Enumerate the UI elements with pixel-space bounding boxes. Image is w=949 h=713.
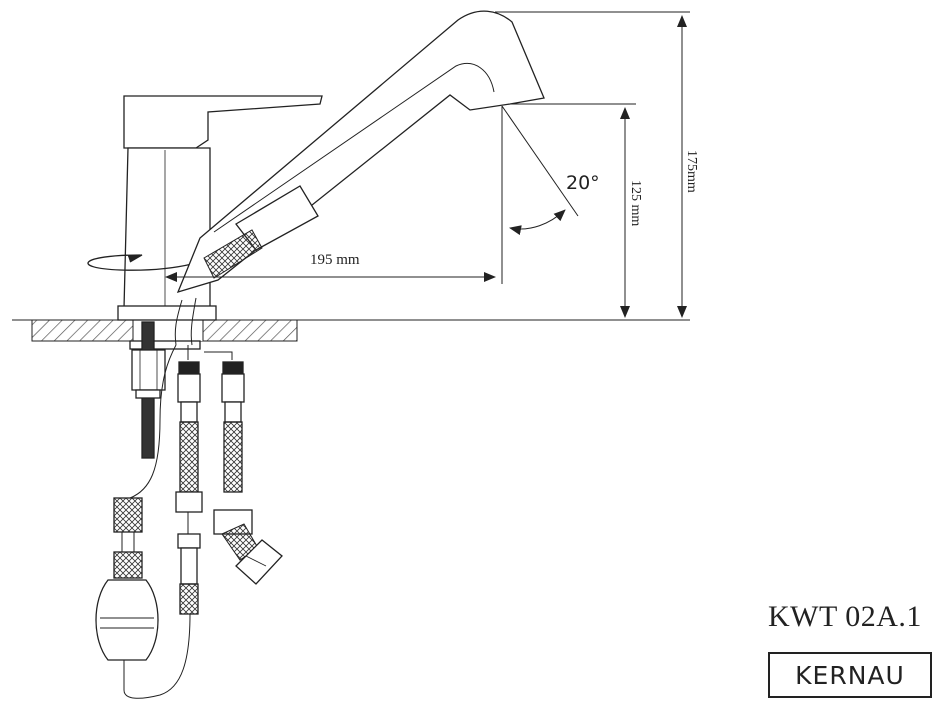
spout-height-label: 125 mm xyxy=(628,180,643,226)
brand-logo: KERNAU xyxy=(768,652,932,698)
angle-label: 20° xyxy=(566,172,600,194)
total-height-label: 175mm xyxy=(684,150,699,193)
reach-dimension: 195 mm xyxy=(165,106,503,284)
countertop xyxy=(12,319,690,342)
angle-dimension: 20° xyxy=(501,105,600,236)
total-height-dimension: 175mm xyxy=(495,11,699,318)
spout-height-dimension: 125 mm xyxy=(510,103,643,318)
pull-out-spout xyxy=(174,10,545,346)
model-code: KWT 02A.1 xyxy=(768,600,922,633)
brand-name: KERNAU xyxy=(795,660,905,690)
under-counter-assembly xyxy=(95,321,283,699)
reach-label: 195 mm xyxy=(310,252,360,268)
